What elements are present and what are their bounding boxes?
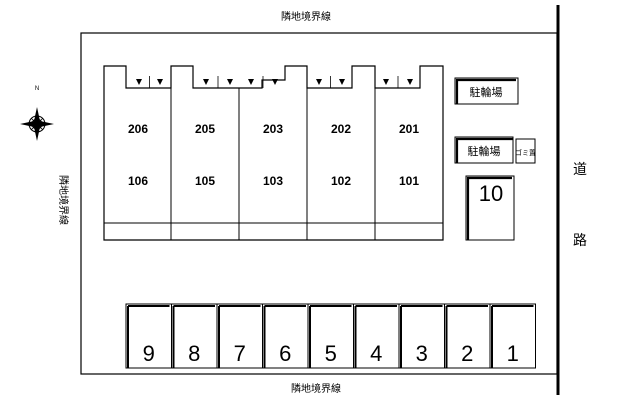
parking-number-6: 6 [279, 341, 291, 366]
entrance-arrow-icon [316, 79, 322, 85]
parking-space-6: 6 [262, 303, 309, 369]
entrance-arrow-icon [248, 79, 254, 85]
entrance-arrow-icon [407, 79, 413, 85]
bottom-boundary-label: 隣地境界線 [291, 382, 341, 395]
parking-space-1: 1 [489, 303, 536, 369]
entrance-arrow-icon [339, 79, 345, 85]
road-label: 道路 [573, 162, 587, 249]
parking-number-5: 5 [325, 341, 337, 366]
entrance-arrow-icon [272, 79, 278, 85]
parking-row: 9 8 7 6 5 4 3 2 1 [125, 303, 536, 369]
parking-number-1: 1 [507, 341, 519, 366]
parking-space-3: 3 [398, 303, 445, 369]
unit-number-101: 101 [399, 174, 419, 188]
parking-number-7: 7 [234, 341, 246, 366]
road-label-char: 道 [573, 162, 587, 178]
unit-labels: 206 205 203 202 201 106 105 103 102 101 [128, 122, 419, 188]
parking-space-7: 7 [216, 303, 263, 369]
parking-space-5: 5 [307, 303, 354, 369]
bike-parking-2: 駐輪場 [454, 136, 514, 164]
entrance-arrow-icon [227, 79, 233, 85]
left-boundary-label: 隣地境界線 [57, 175, 70, 225]
bike-parking-1: 駐輪場 [454, 77, 519, 105]
unit-number-103: 103 [263, 174, 283, 188]
unit-number-102: 102 [331, 174, 351, 188]
entrance-arrow-icon [383, 79, 389, 85]
entrance-markers [136, 76, 413, 88]
parking-space-10: 10 [465, 175, 515, 241]
entrance-arrow-icon [203, 79, 209, 85]
entrance-arrow-icon [136, 79, 142, 85]
entrance-arrow-icon [157, 79, 163, 85]
unit-number-203: 203 [263, 122, 283, 136]
compass-icon: N [20, 86, 54, 141]
parking-number-10: 10 [479, 181, 503, 206]
unit-number-205: 205 [195, 122, 215, 136]
building-dividers [170, 88, 376, 240]
unit-number-105: 105 [195, 174, 215, 188]
parking-number-9: 9 [143, 341, 155, 366]
left-boundary-text: 隣地境界線 [57, 175, 70, 225]
parking-number-2: 2 [461, 341, 473, 366]
unit-number-206: 206 [128, 122, 148, 136]
bike-parking-label-2: 駐輪場 [468, 144, 501, 158]
road-label-char: 路 [573, 233, 587, 249]
parking-space-4: 4 [353, 303, 400, 369]
unit-number-106: 106 [128, 174, 148, 188]
unit-number-201: 201 [399, 122, 419, 136]
bike-parking-label-1: 駐輪場 [470, 85, 503, 99]
parking-space-8: 8 [171, 303, 218, 369]
unit-number-202: 202 [331, 122, 351, 136]
parking-space-2: 2 [444, 303, 491, 369]
compass-north-label: N [35, 86, 39, 92]
top-boundary-label: 隣地境界線 [281, 10, 331, 23]
parking-number-3: 3 [416, 341, 428, 366]
apartment-building [103, 65, 444, 241]
garbage-area: ゴミ置 [515, 138, 536, 164]
parking-space-9: 9 [125, 303, 172, 369]
parking-number-4: 4 [370, 341, 382, 366]
parking-number-8: 8 [188, 341, 200, 366]
garbage-label: ゴミ置 [515, 148, 536, 157]
